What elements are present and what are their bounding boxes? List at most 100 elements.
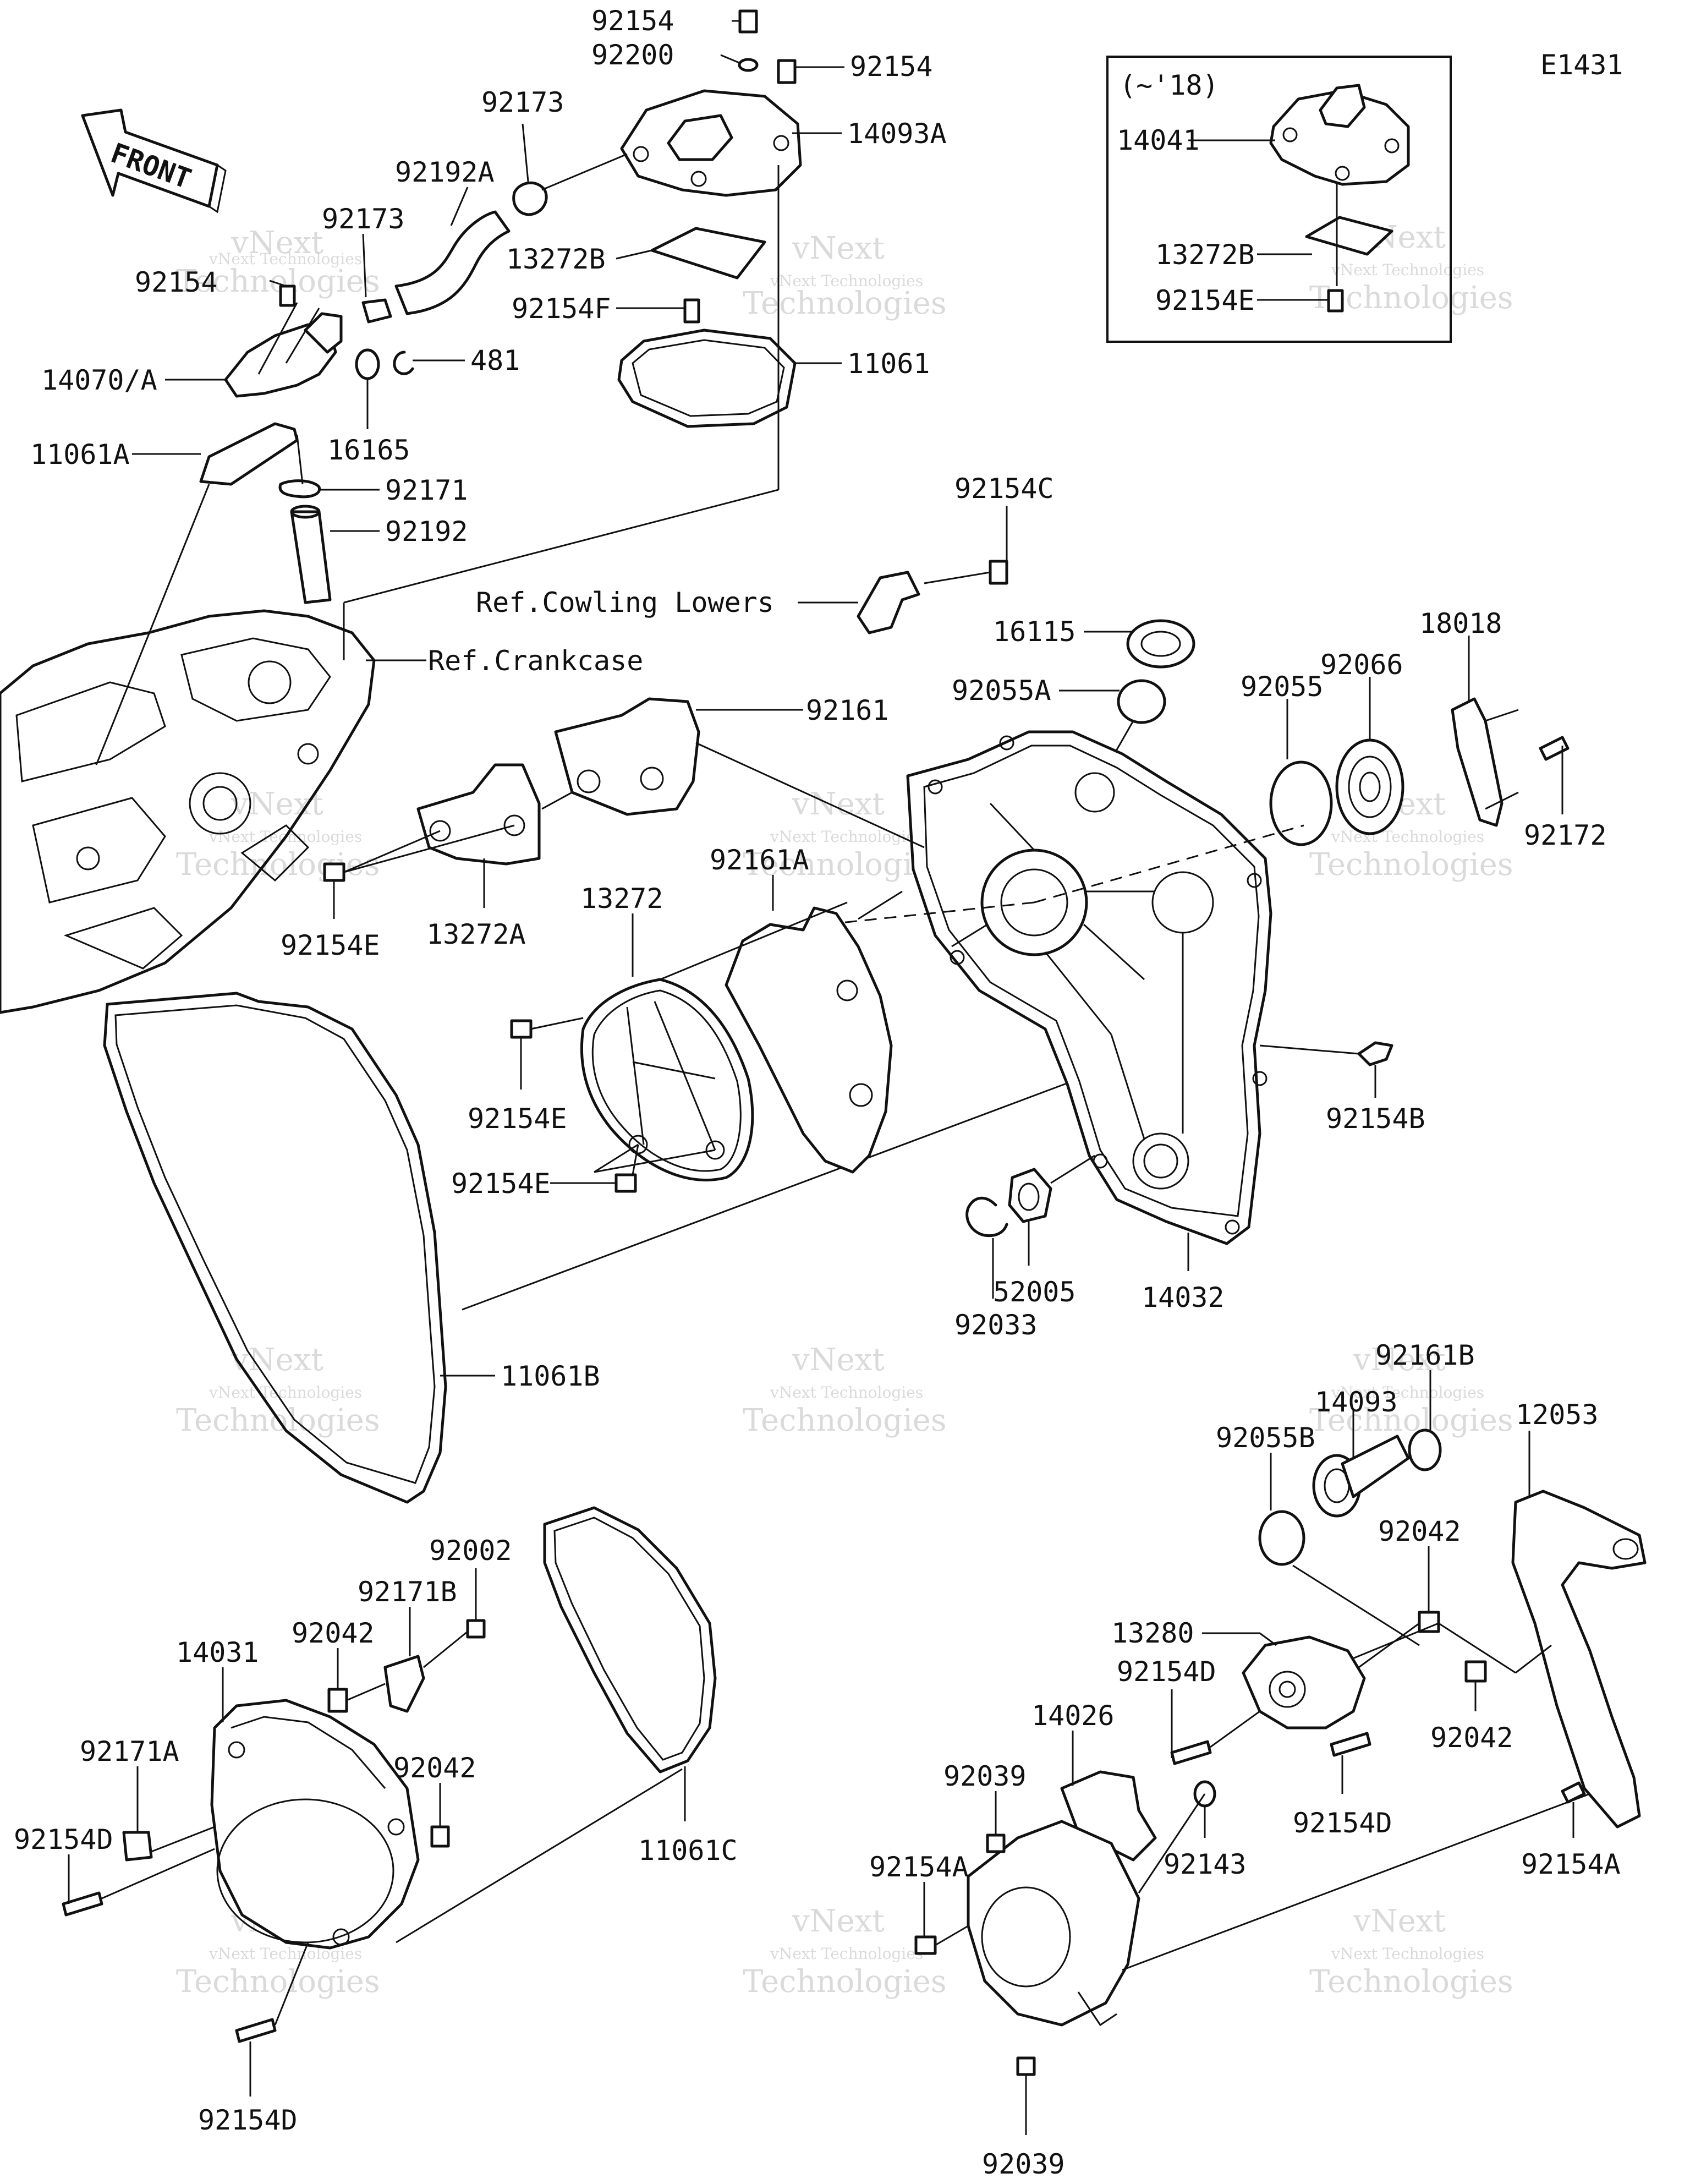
label-11061a: 11061A [30, 439, 130, 470]
plate-13272 [580, 978, 754, 1181]
crankcase-outline [0, 609, 376, 1014]
bolt-92154f [683, 298, 700, 324]
label-14093a: 14093A [847, 118, 947, 150]
thermostat-housing-14070a [224, 323, 337, 398]
water-pump-assembly: 92161B 14093 92055B 12053 92042 92042 [869, 1339, 1647, 2180]
insulator-92161a [725, 906, 893, 1174]
bolt-92154d-left [62, 1891, 103, 1917]
generator-cover-assembly: 11061C 92002 92171B 92042 14031 92042 92 [14, 1506, 738, 2136]
inset-frame [1106, 56, 1452, 343]
label-92154d-left: 92154D [14, 1824, 113, 1855]
watermark-big: Technologies [176, 1964, 380, 2000]
front-arrow-icon [81, 108, 219, 208]
fitting-16165 [355, 348, 380, 380]
label-92042-left-mid: 92042 [393, 1752, 476, 1784]
label-92039-bottom: 92039 [982, 2148, 1065, 2180]
circlip-92033 [965, 1196, 1008, 1238]
inset-box: (~'18) 14041 13272B 92154E [1106, 56, 1452, 343]
watermark-small: vNext Technologies [770, 272, 923, 290]
bolt-92154-top-right [777, 59, 797, 84]
bolt-92154-left [279, 284, 296, 307]
label-52005: 52005 [993, 1276, 1076, 1308]
gasket-13272b-inset [1305, 216, 1393, 256]
dowel-92042-right-top [1418, 1611, 1440, 1633]
gasket-11061 [617, 329, 797, 428]
label-12053: 12053 [1516, 1399, 1599, 1431]
watermark-big: vNext [1353, 1903, 1446, 1939]
bolt-92154e-b [510, 1019, 533, 1039]
label-92154-top: 92154 [591, 5, 674, 37]
label-92055: 92055 [1241, 671, 1324, 703]
label-92154d-bottom: 92154D [198, 2104, 298, 2136]
label-18018: 18018 [1419, 607, 1502, 639]
watermark-big: Technologies [743, 286, 947, 321]
label-92154d-mid: 92154D [1117, 1656, 1216, 1688]
gasket-11061c [543, 1506, 717, 1774]
label-14032: 14032 [1142, 1282, 1225, 1313]
label-92173-top: 92173 [481, 86, 564, 118]
label-92066: 92066 [1320, 649, 1403, 681]
bolt-92154d-mid [1170, 1740, 1212, 1765]
thermostat-outlet-pipe [667, 114, 733, 161]
watermark-big: vNext [231, 786, 323, 822]
label-13272a: 13272A [426, 918, 526, 950]
bolt-92154e-inset [1327, 289, 1344, 313]
label-92154b: 92154B [1326, 1103, 1425, 1135]
label-11061: 11061 [847, 348, 930, 380]
gasket-11061a [199, 422, 299, 486]
watermark-small: vNext Technologies [1331, 1945, 1484, 1963]
seal-52005 [1008, 1168, 1052, 1223]
bolt-92172 [1539, 736, 1570, 761]
watermark-big: Technologies [176, 264, 380, 299]
watermark-big: Technologies [1309, 847, 1513, 883]
gasket-11061b [103, 992, 447, 1504]
ref-cowling-lowers: Ref.Cowling Lowers [476, 587, 774, 618]
label-92042-left-top: 92042 [292, 1617, 375, 1649]
watermark-big: Technologies [1309, 1403, 1513, 1438]
watermark-small: vNext Technologies [1331, 1383, 1484, 1402]
hose-92192 [290, 510, 332, 604]
clamp-92173-top [512, 181, 548, 216]
crankcase-reference: Ref.Crankcase [0, 609, 643, 1014]
bolt-92154a-left [914, 1935, 937, 1955]
label-14031: 14031 [176, 1636, 259, 1668]
label-92154a-left: 92154A [869, 1851, 969, 1883]
clamp-92171a [122, 1831, 153, 1862]
label-92161b: 92161B [1375, 1339, 1475, 1371]
plate-13272a [416, 763, 541, 866]
label-92154e-c: 92154E [451, 1168, 551, 1200]
label-92173-mid: 92173 [322, 203, 405, 235]
label-92002: 92002 [429, 1535, 512, 1567]
circlip-481 [393, 351, 414, 375]
bolt-92154e-a [323, 862, 345, 882]
label-92172: 92172 [1524, 819, 1607, 851]
label-14093: 14093 [1315, 1386, 1398, 1418]
clutch-cover-14032 [906, 730, 1272, 1245]
label-92055a: 92055A [952, 675, 1051, 707]
label-92039-top: 92039 [943, 1760, 1027, 1792]
label-14026: 14026 [1031, 1700, 1115, 1732]
plug-92039-top [986, 1833, 1006, 1853]
label-92171: 92171 [385, 474, 468, 506]
label-92154a-right: 92154A [1521, 1848, 1621, 1880]
watermark-big: vNext [792, 786, 885, 822]
watermark-small: vNext Technologies [1331, 261, 1484, 279]
housing-outlet [304, 312, 343, 354]
o-ring-92055b [1258, 1510, 1305, 1566]
label-92154f: 92154F [512, 293, 611, 325]
bracket-12053 [1511, 1490, 1647, 1829]
dowel-92042-left-mid [430, 1825, 450, 1848]
insulator-92161 [554, 697, 700, 816]
dowel-92042-left-top [327, 1688, 348, 1713]
watermark-group: vNext Technologies vNext Technologies [176, 225, 380, 299]
watermark-big: Technologies [743, 1964, 947, 2000]
generator-cover [967, 1820, 1140, 2027]
watermark-big: vNext [792, 1342, 885, 1378]
plate-18018 [1451, 697, 1504, 827]
watermark-big: Technologies [1309, 1964, 1513, 2000]
dowel-92042-right-bottom [1464, 1660, 1487, 1683]
watermark-big: vNext [792, 231, 885, 266]
cap-16115 [1126, 619, 1195, 669]
label-92161a: 92161A [710, 844, 809, 876]
